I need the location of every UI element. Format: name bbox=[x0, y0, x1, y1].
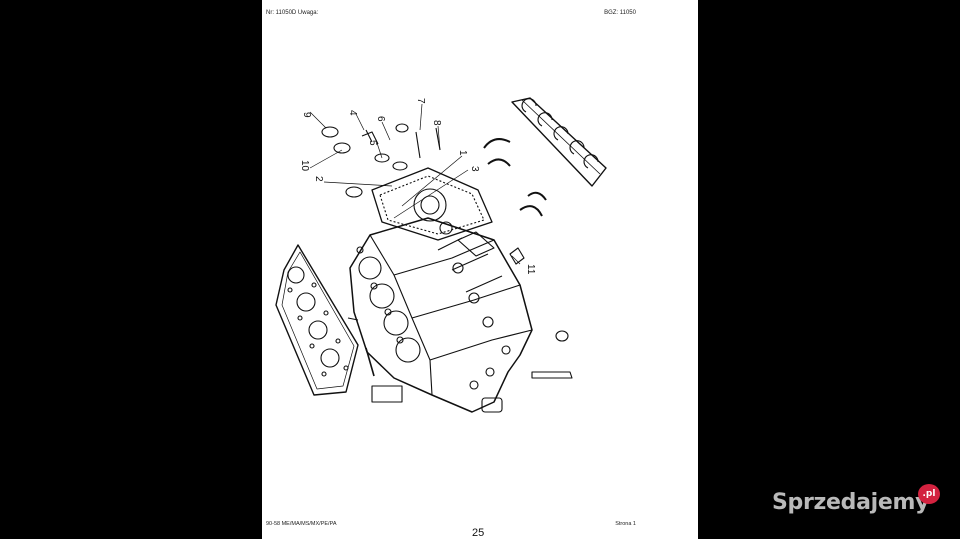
bearing-shell-lower-2 bbox=[519, 205, 543, 217]
stud-small bbox=[347, 317, 359, 321]
callout-11: 11 bbox=[525, 264, 536, 275]
valve-parts bbox=[321, 123, 441, 198]
callout-4: 4 bbox=[347, 110, 358, 116]
callout-2: 2 bbox=[313, 176, 324, 182]
watermark-logo: Sprzedajemy bbox=[772, 490, 930, 515]
cylinder-head bbox=[349, 217, 533, 413]
watermark-pl-badge: .pl bbox=[918, 484, 940, 504]
plug bbox=[555, 330, 569, 342]
callout-5: 5 bbox=[367, 140, 378, 146]
spacer bbox=[371, 385, 403, 403]
callout-1: 1 bbox=[457, 150, 468, 156]
bearing-shell-upper bbox=[483, 138, 511, 149]
exploded-view-drawing: 9 4 6 7 8 5 10 2 1 3 11 bbox=[275, 97, 607, 413]
head-gasket bbox=[275, 244, 359, 396]
bolt-long bbox=[531, 371, 573, 379]
callout-8: 8 bbox=[431, 120, 442, 126]
callout-9: 9 bbox=[301, 112, 312, 118]
sensor bbox=[509, 247, 525, 265]
header-bgz-number: BGZ: 11050 bbox=[604, 10, 636, 16]
catalog-page: Nr: 11050D Uwaga: BGZ: 11050 bbox=[262, 0, 698, 539]
footer-model-codes: 90-58 ME/MA/MS/MX/PE/PA bbox=[266, 521, 337, 527]
camshaft bbox=[511, 97, 607, 187]
footer-sheet-number: Strona 1 bbox=[615, 521, 636, 527]
bearing-shell-middle bbox=[487, 158, 511, 167]
header-part-number: Nr: 11050D Uwaga: bbox=[266, 10, 319, 16]
page-number: 25 bbox=[472, 527, 485, 539]
bearing-shell-lower-1 bbox=[527, 191, 547, 201]
callout-7: 7 bbox=[415, 98, 426, 104]
callout-3: 3 bbox=[469, 166, 480, 172]
stud-left bbox=[365, 347, 375, 377]
callout-6: 6 bbox=[375, 116, 386, 122]
callout-10: 10 bbox=[299, 160, 310, 172]
